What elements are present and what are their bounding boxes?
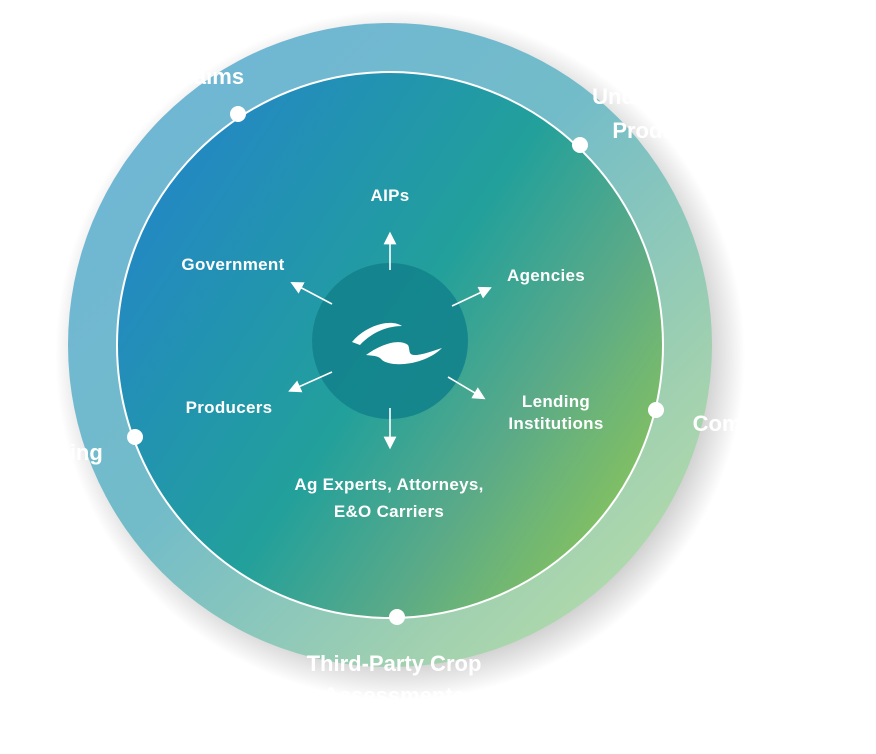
label-producers: Producers xyxy=(186,398,273,417)
ring-nodes xyxy=(127,106,664,625)
arrow-agencies xyxy=(451,286,492,307)
arrow-lending xyxy=(447,376,486,400)
label-training: Training xyxy=(17,440,103,465)
node-training xyxy=(127,429,143,445)
label-aips: AIPs xyxy=(371,186,410,205)
arrow-government xyxy=(290,282,333,305)
connection-arrows xyxy=(288,231,492,450)
node-claims xyxy=(230,106,246,122)
label-assessments-line1: Third-Party Crop xyxy=(307,651,482,676)
label-experts-line2: E&O Carriers xyxy=(334,502,444,521)
label-agencies: Agencies xyxy=(507,266,585,285)
label-assessments-line2: Assessments xyxy=(323,683,465,708)
label-compliance: Compliance xyxy=(693,411,818,436)
label-claims: Claims xyxy=(172,64,244,89)
arrow-producers xyxy=(288,371,333,393)
label-lending-line2: Institutions xyxy=(508,414,603,433)
label-underwriting-line2: Products xyxy=(612,118,707,143)
node-assessments xyxy=(389,609,405,625)
node-underwriting xyxy=(572,137,588,153)
company-logo-icon xyxy=(352,322,442,365)
center-disc xyxy=(312,263,468,419)
node-compliance xyxy=(648,402,664,418)
label-government: Government xyxy=(181,255,284,274)
label-underwriting-line1: Underwriting xyxy=(592,84,728,109)
label-lending-line1: Lending xyxy=(522,392,590,411)
label-experts-line1: Ag Experts, Attorneys, xyxy=(294,475,483,494)
